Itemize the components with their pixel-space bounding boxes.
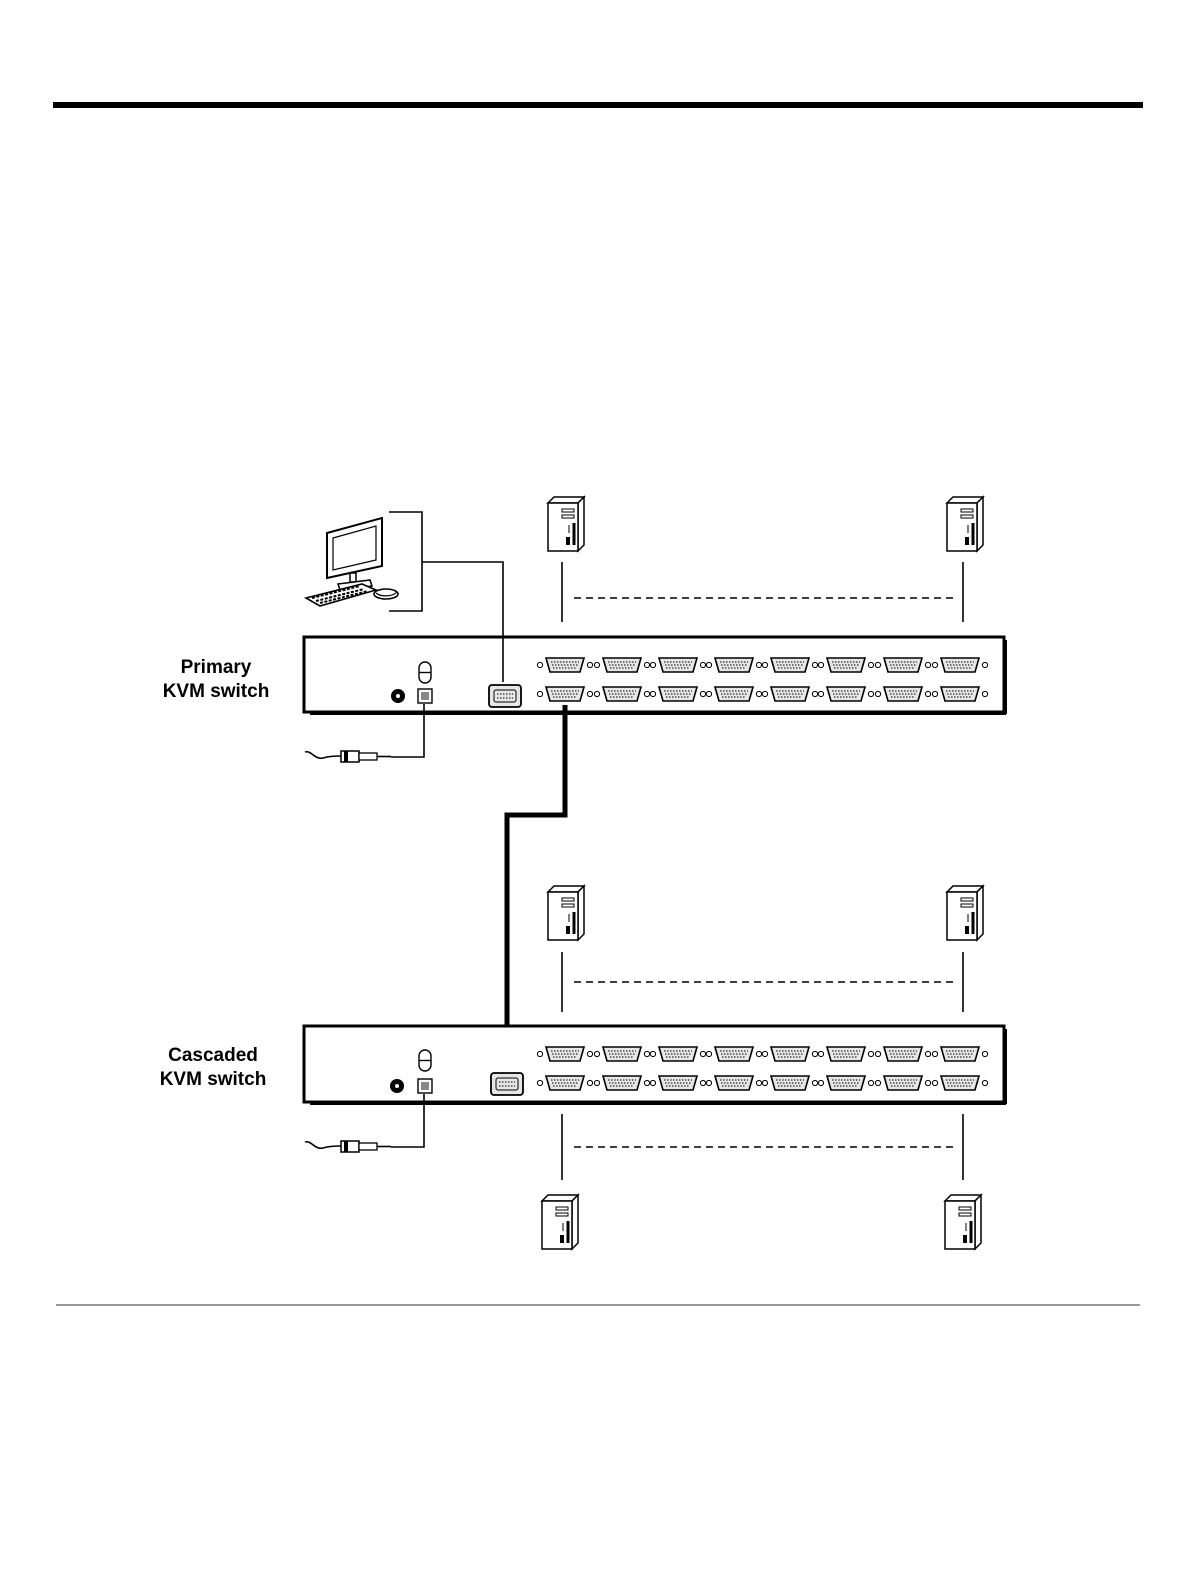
computer-tower-icon: [945, 1195, 981, 1249]
primary-console-port: [489, 685, 521, 707]
monitor-icon: [327, 518, 382, 590]
computer-tower-icon: [548, 886, 584, 940]
computer-tower-icon: [947, 886, 983, 940]
cascaded-cpu-links-bottom: [562, 1114, 963, 1180]
cascaded-cpu-links-top: [562, 952, 963, 1012]
computer-tower-icon: [548, 497, 584, 551]
cascaded-console-port: [491, 1073, 523, 1095]
primary-kvm-switch: [304, 637, 1006, 714]
computer-tower-icon: [542, 1195, 578, 1249]
cascaded-kvm-switch: [304, 1026, 1006, 1104]
mouse-icon: [374, 589, 398, 599]
cascaded-power-jack: [390, 1079, 404, 1093]
primary-power-jack: [391, 689, 405, 703]
cascade-cable: [498, 705, 565, 1053]
primary-cpu-links: [562, 562, 963, 622]
computer-tower-icon: [947, 497, 983, 551]
